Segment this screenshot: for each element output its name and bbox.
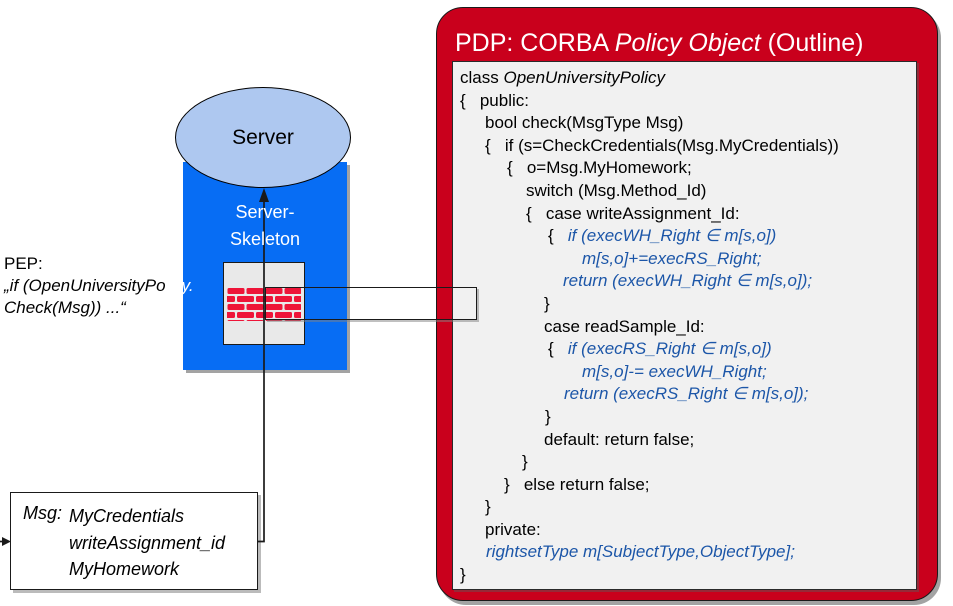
code-line: m[s,o]+=execRS_Right; bbox=[582, 248, 762, 268]
code-line: } bbox=[544, 293, 550, 313]
pep-quote-line1-black: „if (OpenUniversityPo bbox=[4, 276, 166, 295]
code-line: { if (s=CheckCredentials(Msg.MyCredentia… bbox=[485, 135, 839, 155]
pep-title: PEP: bbox=[4, 254, 43, 273]
msg-box-label: Msg: bbox=[23, 503, 63, 523]
code-line: { if (execRS_Right ∈ m[s,o]) bbox=[548, 339, 772, 359]
code-line: { public: bbox=[460, 90, 529, 110]
msg-item-credentials: MyCredentials bbox=[69, 506, 185, 526]
code-line: { case writeAssignment_Id: bbox=[526, 203, 740, 223]
server-skeleton-line1: Server- bbox=[235, 202, 295, 222]
code-line: } bbox=[460, 565, 466, 585]
code-line: rightsetType m[SubjectType,ObjectType]; bbox=[486, 542, 795, 562]
code-line: } bbox=[522, 452, 528, 472]
pdp-code: class OpenUniversityPolicy { public: bool … bbox=[453, 62, 916, 587]
pdp-title-pre: PDP: CORBA bbox=[455, 29, 615, 57]
code-line: m[s,o]-= execWH_Right; bbox=[582, 361, 767, 381]
pep-quote-line2: Check(Msg)) ...“ bbox=[4, 298, 126, 317]
code-line: { o=Msg.MyHomework; bbox=[507, 158, 692, 178]
server-ellipse: Server bbox=[175, 87, 351, 188]
pep-quote-line1: „if (OpenUniversityPolicy. bbox=[4, 275, 194, 297]
msg-box: Msg: MyCredentials writeAssignment_id My… bbox=[10, 492, 258, 590]
code-line: private: bbox=[485, 519, 541, 539]
pep-quote-line1-white: licy. bbox=[165, 276, 194, 295]
server-label: Server bbox=[232, 125, 294, 149]
pdp-title: PDP: CORBA Policy Object (Outline) bbox=[455, 29, 925, 58]
code-line: bool check(MsgType Msg) bbox=[485, 113, 684, 133]
pdp-panel: PDP: CORBA Policy Object (Outline) class… bbox=[436, 7, 938, 601]
code-line: { if (execWH_Right ∈ m[s,o]) bbox=[548, 226, 777, 246]
pdp-code-panel: class OpenUniversityPolicy { public: bool … bbox=[452, 61, 917, 590]
code-line: switch (Msg.Method_Id) bbox=[526, 180, 707, 200]
msg-item-homework: MyHomework bbox=[69, 559, 180, 579]
message-channel-band bbox=[265, 287, 477, 320]
code-line: return (execRS_Right ∈ m[s,o]); bbox=[564, 384, 809, 404]
code-line: } bbox=[545, 406, 551, 426]
msg-item-write-assignment: writeAssignment_id bbox=[69, 532, 226, 553]
server-skeleton-label: Server- Skeleton bbox=[183, 199, 347, 253]
pdp-title-post: (Outline) bbox=[760, 29, 864, 57]
code-line: } else return false; bbox=[504, 474, 650, 494]
pep-label: PEP: „if (OpenUniversityPolicy. Check(Ms… bbox=[4, 253, 194, 319]
code-line: default: return false; bbox=[544, 429, 695, 449]
code-line: class OpenUniversityPolicy bbox=[460, 68, 666, 87]
code-line: return (execWH_Right ∈ m[s,o]); bbox=[563, 271, 813, 291]
msg-box-items: MyCredentials writeAssignment_id MyHomew… bbox=[69, 503, 225, 583]
code-line: case readSample_Id: bbox=[544, 316, 705, 336]
pdp-title-italic: Policy Object bbox=[614, 29, 761, 57]
code-line: } bbox=[485, 497, 491, 517]
server-skeleton-line2: Skeleton bbox=[229, 229, 301, 249]
